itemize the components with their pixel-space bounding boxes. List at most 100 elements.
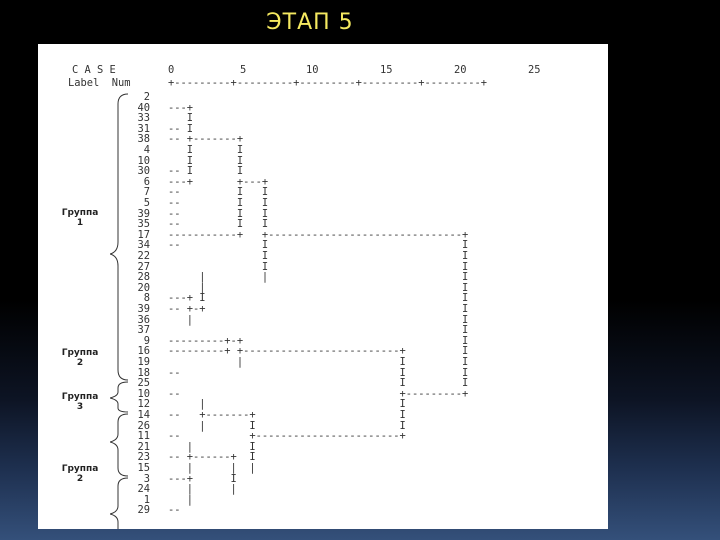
scale-rule: +---------+---------+---------+---------… [168,77,488,89]
case-number: 14 [137,409,150,421]
tree-branch: ---+ [168,101,194,114]
brace-group-1 [110,93,129,381]
case-number: 16 [137,345,150,358]
case-number: 19 [137,356,150,368]
group-number: 1 [76,218,84,228]
tree-branch: I [168,112,194,125]
group-label-1: Группа 1 [50,208,110,228]
scale-tick: 25 [528,64,541,76]
tree-branch: -- +------+ I [168,451,256,464]
group-name: Группа [61,464,99,474]
case-row: 28 | | I [38,272,608,282]
tree-branch: | | I [168,271,469,284]
case-number: 9 [143,334,150,347]
tree-branch: ---+ I I [168,292,469,305]
scale-tick: 10 [306,64,319,76]
case-row: 31 -- I [38,124,608,134]
tree-branch: -- I I [168,207,269,220]
case-row: 10 I I [38,154,608,167]
case-row: 39 -- +-+ I [38,304,608,314]
case-number: 17 [137,228,150,241]
tree-branch: -- +---------+ [168,387,469,400]
case-number: 40 [137,101,150,114]
case-number: 2 [143,91,150,103]
case-number: 8 [143,292,150,305]
case-row: 2 [38,92,608,102]
case-row: 17-----------+ +------------------------… [38,230,608,240]
tree-branch: | I I [168,356,469,368]
group-label-3: Группа 3 [50,392,110,412]
case-row: 3---+ I [38,472,608,485]
case-number: 18 [137,366,150,379]
case-row: 19 | I I [38,357,608,367]
tree-branch: | [168,493,194,506]
case-number: 12 [137,398,150,411]
case-number: 36 [137,313,150,326]
case-number: 27 [137,260,150,273]
case-row: 27 I I [38,260,608,273]
tree-branch: | I [168,398,406,411]
tree-branch: I I [168,250,469,262]
tree-branch: -- I I [168,197,269,209]
tree-branch: | I I [168,419,406,432]
case-header: C A S E [72,64,116,76]
case-row: 34-- I I [38,240,608,250]
case-row: 39 -- I I [38,207,608,220]
brace-group-3 [110,413,129,477]
case-row: 20 | I [38,283,608,293]
case-row: 22 I I [38,251,608,261]
case-number: 39 [137,207,150,220]
tree-branch: | I [168,313,469,326]
case-row: 8 ---+ I I [38,293,608,303]
case-row: 25 I I [38,378,608,388]
case-row: 38-- +-------+ [38,134,608,144]
group-number: 3 [76,402,84,412]
case-number: 11 [137,430,150,443]
case-number: 35 [137,218,150,231]
case-row: 12 | I [38,399,608,409]
scale-tick: 15 [380,64,393,76]
group-label-2b: Группа 2 [50,464,110,484]
group-name: Группа [61,208,99,218]
case-number: 28 [137,271,150,284]
case-number: 10 [137,154,150,167]
case-number: 5 [143,197,150,209]
case-row: 5 -- I I [38,198,608,208]
tree-branch: I I [168,154,244,167]
group-name: Группа [61,348,99,358]
brace-group-2b [110,477,129,529]
case-number: 26 [137,419,150,432]
case-number: 4 [143,144,150,156]
tree-branch: -- I I [168,366,469,379]
group-name: Группа [61,392,99,402]
tree-branch: -- I I [168,218,269,231]
tree-branch: I [168,324,469,337]
case-number: 3 [143,472,150,485]
case-number: 39 [137,303,150,315]
tree-branch: -- I I [168,165,244,178]
case-number: 22 [137,250,150,262]
case-number: 38 [137,133,150,146]
case-row: 40 ---+ [38,101,608,114]
tree-branch: -- +-+ I [168,303,469,315]
case-row: 30-- I I [38,166,608,176]
case-number: 6 [143,175,150,188]
case-row: 7-- I I [38,187,608,197]
tree-branch: ---------+ +-------------------------+ I [168,345,469,358]
tree-branch: ---+ +---+ [168,175,269,188]
case-row: 33 I [38,113,608,123]
tree-branch: -- I [168,122,194,135]
case-number: 31 [137,122,150,135]
tree-branch: I I [168,260,469,273]
group-braces [110,93,129,529]
case-row: 1 | [38,495,608,505]
tree-branch: | | [168,483,237,496]
tree-branch: I I [168,377,469,390]
group-label-2a: Группа 2 [50,348,110,368]
case-number: 20 [137,281,150,294]
tree-branch: | | | [168,462,256,474]
case-row: 24 | | [38,484,608,494]
case-row: 37 I [38,325,608,335]
tree-branch: -- I I [168,239,469,252]
case-number: 21 [137,440,150,453]
